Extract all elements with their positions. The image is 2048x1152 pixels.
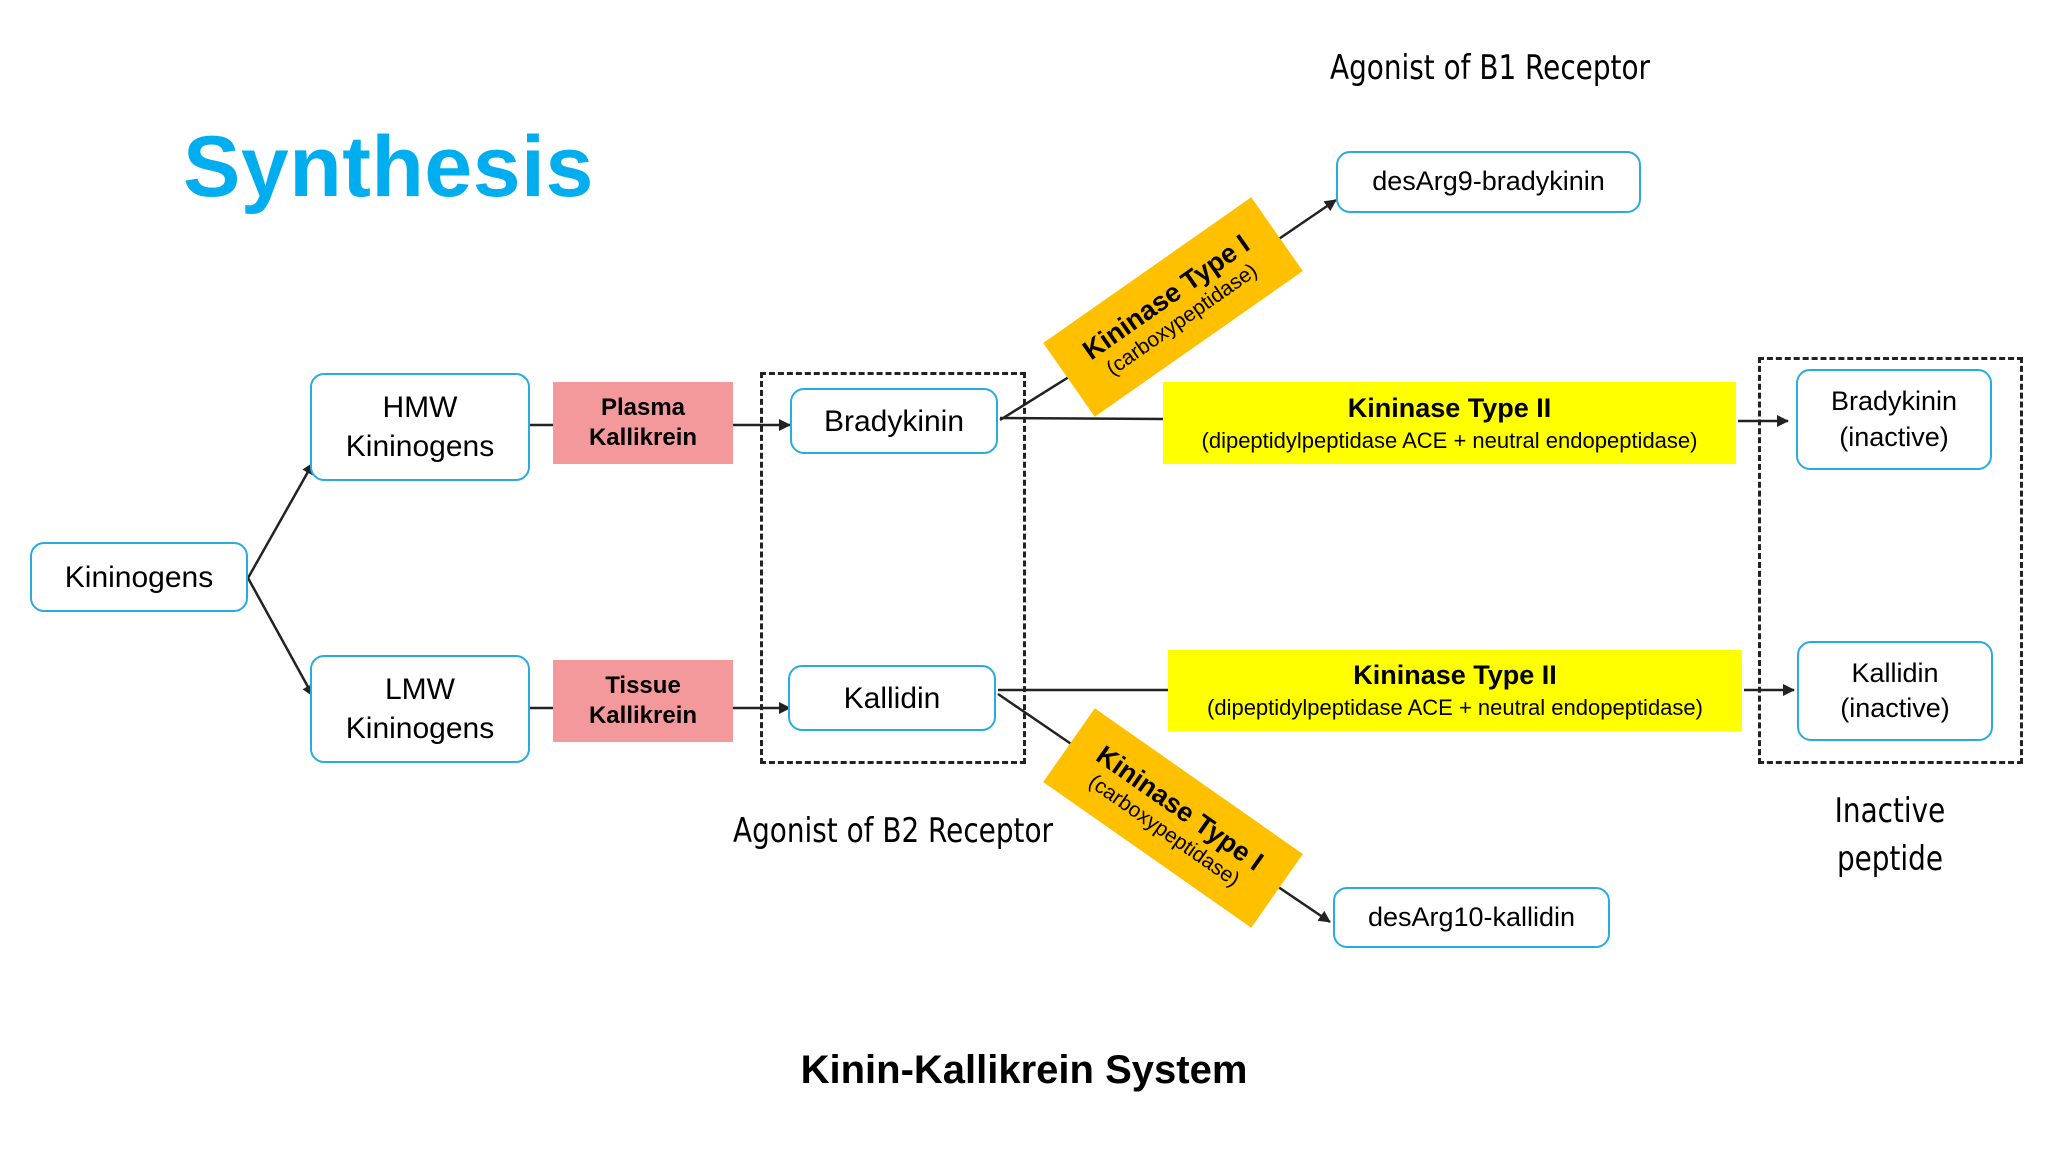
node-hmw-kininogens: HMW Kininogens — [310, 373, 530, 481]
group-b2-agonists — [760, 372, 1026, 764]
enzyme-plasma-kallikrein: Plasma Kallikrein — [553, 382, 733, 464]
enzyme-kininase-type2-lower: Kininase Type II (dipeptidylpeptidase AC… — [1168, 650, 1742, 731]
arrow-kininase1-to-desarg9 — [1269, 198, 1337, 247]
arrow-kininogens-to-lmw — [246, 577, 315, 697]
arrow-kininogens-to-hmw — [246, 462, 315, 579]
line-bradykinin-to-kininase1 — [999, 368, 1081, 422]
node-kininogens: Kininogens — [30, 542, 248, 612]
group-inactive-peptides — [1758, 357, 2023, 764]
node-desarg10-kallidin: desArg10-kallidin — [1333, 887, 1610, 948]
node-bradykinin: Bradykinin — [790, 388, 998, 454]
node-bradykinin-inactive: Bradykinin (inactive) — [1796, 369, 1992, 470]
node-kallidin-inactive: Kallidin (inactive) — [1797, 641, 1993, 741]
enzyme-tissue-kallikrein: Tissue Kallikrein — [553, 660, 733, 742]
diagram-caption: Kinin-Kallikrein System — [800, 1048, 1248, 1092]
label-b1-agonist: Agonist of B1 Receptor — [1330, 48, 1650, 88]
line-kallidin-to-kininase1 — [997, 692, 1081, 752]
enzyme-kininase-type2-upper: Kininase Type II (dipeptidylpeptidase AC… — [1163, 382, 1736, 464]
label-b2-agonist: Agonist of B2 Receptor — [733, 811, 1053, 851]
page-title: Synthesis — [183, 119, 594, 215]
node-kallidin: Kallidin — [788, 665, 996, 731]
node-lmw-kininogens: LMW Kininogens — [310, 655, 530, 763]
label-inactive-peptide: Inactive peptide — [1834, 791, 1946, 879]
line-bradykinin-to-kininase2 — [999, 416, 1166, 421]
node-desarg9-bradykinin: desArg9-bradykinin — [1336, 151, 1641, 213]
